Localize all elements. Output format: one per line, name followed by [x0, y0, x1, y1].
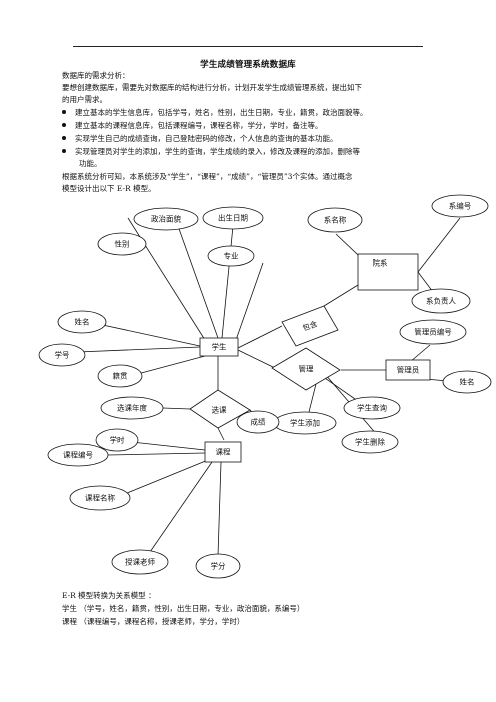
header-rule — [73, 46, 423, 47]
attr-politics: 政治面貌 — [151, 214, 181, 224]
attr-student-no: 学号 — [55, 350, 70, 360]
attr-hours: 学时 — [110, 435, 125, 445]
attr-hours-ellipse — [95, 428, 139, 452]
bullet-dot-icon — [62, 136, 66, 140]
entity-admin — [385, 359, 431, 381]
entity-course — [204, 441, 242, 463]
attr-studelete-ellipse — [341, 430, 399, 454]
attr-courseno-ellipse — [47, 443, 109, 467]
attr-selectyear-ellipse — [100, 396, 164, 420]
bullet-item: 建立基本的课程信息库，包括课程编号，课程名称，学分，学时，备注等。 — [62, 120, 323, 132]
attr-select-year: 选课年度 — [117, 403, 147, 413]
attr-stuquery-ellipse — [343, 396, 401, 420]
attr-credit-ellipse — [195, 553, 241, 579]
attr-grade: 成绩 — [251, 417, 266, 427]
bullet-dot-icon — [62, 123, 66, 127]
attr-deptname-ellipse — [307, 207, 363, 233]
attr-credit: 学分 — [211, 561, 226, 571]
attr-politics-ellipse — [133, 207, 199, 231]
relationship-select — [189, 389, 251, 429]
relation-course: 课程 （课程编号，课程名称，授课老师，学分，学时） — [62, 617, 245, 626]
attr-course-name: 课程名称 — [85, 493, 115, 503]
attr-name-ellipse — [57, 310, 107, 334]
attr-coursename-ellipse — [69, 485, 131, 511]
attr-course-no: 课程编号 — [63, 450, 93, 460]
entity-department-label: 院系 — [373, 258, 388, 268]
relationship-contain — [281, 305, 339, 347]
bullet-item: 实现学生自己的成绩查询，自己登陆密码的修改，个人信息的查询的基本功能。 — [62, 133, 338, 145]
relation-student: 学生 （学号，姓名，籍贯，性别，出生日期，专业，政治面貌，系编号） — [62, 604, 305, 613]
attr-native: 籍贯 — [113, 371, 128, 381]
entity-student — [199, 337, 239, 357]
attr-studentno-ellipse — [38, 343, 86, 367]
attr-adminname-ellipse — [442, 370, 492, 394]
attr-admin-no: 管理员编号 — [414, 327, 452, 337]
relationship-select-label: 选课 — [212, 405, 227, 415]
attr-stu-add: 学生添加 — [290, 418, 320, 428]
entity-student-label: 学生 — [212, 342, 227, 352]
attr-dept-no: 系编号 — [449, 201, 472, 211]
bullet-continuation: 功能。 — [79, 159, 102, 168]
attr-name: 姓名 — [75, 317, 90, 327]
er-conversion-heading: E-R 模型转换为关系模型 ： — [62, 591, 156, 600]
analysis-line-2: 模型设计出以下 E-R 模型。 — [62, 184, 156, 193]
section-heading: 数据库的需求分析： — [62, 71, 130, 80]
attr-depthead-ellipse — [411, 288, 471, 314]
doc-title: 学生成绩管理系统数据库 — [200, 60, 296, 70]
attr-native-ellipse — [97, 364, 143, 388]
relationship-manage — [271, 347, 341, 391]
attr-birth: 出生日期 — [218, 213, 248, 223]
bullet-dot-icon — [62, 149, 66, 153]
attr-gender: 性别 — [115, 239, 130, 249]
attr-teacher-ellipse — [111, 549, 169, 575]
bullet-dot-icon — [62, 110, 66, 114]
attr-major: 专业 — [224, 251, 239, 261]
bullet-item: 实现管理员对学生的添加，学生的查询，学生成绩的录入，修改及课程的添加，删除等 — [62, 146, 360, 158]
er-connectors — [77, 217, 461, 557]
attr-admin-name: 姓名 — [460, 377, 475, 387]
attr-stu-delete: 学生删除 — [355, 437, 385, 447]
intro-line-2: 的用户需求。 — [62, 95, 107, 104]
bullet-item: 建立基本的学生信息库，包括学号，姓名，性别，出生日期，专业，籍贯，政治面貌等。 — [62, 107, 368, 119]
relationship-manage-label: 管理 — [299, 364, 314, 374]
attr-stu-query: 学生查询 — [357, 403, 387, 413]
entity-course-label: 课程 — [216, 448, 231, 457]
attr-gender-ellipse — [97, 232, 147, 256]
attr-adminno-ellipse — [399, 319, 467, 345]
entity-department — [357, 253, 419, 291]
attr-teacher: 授课老师 — [125, 557, 155, 567]
attr-birth-ellipse — [202, 206, 264, 230]
attr-grade-ellipse — [236, 410, 280, 434]
intro-line-1: 要想创建数据库，需要先对数据库的结构进行分析，计划开发学生成绩管理系统，提出如下 — [62, 83, 362, 92]
attr-deptno-ellipse — [431, 194, 489, 218]
attr-major-ellipse — [207, 245, 255, 267]
attr-dept-head: 系负责人 — [426, 296, 456, 306]
analysis-line-1: 根据系统分析可知，本系统涉及“学生”，“课程”，“成绩”，“管理员”3个实体。通… — [62, 172, 353, 181]
attr-dept-name: 系名称 — [324, 215, 347, 225]
entity-admin-label: 管理员 — [397, 365, 420, 375]
